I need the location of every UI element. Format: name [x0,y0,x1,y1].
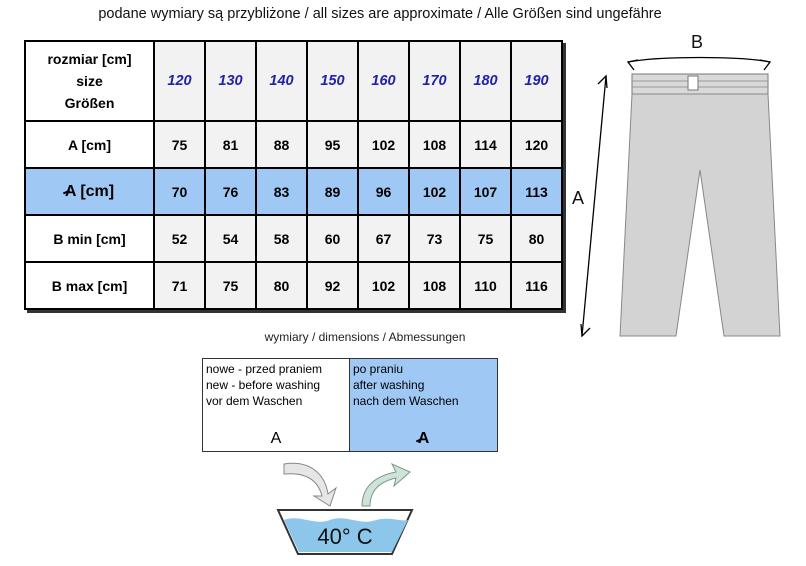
arrow-out-icon [361,462,411,507]
value-cell: 102 [357,261,410,310]
value-cell: 73 [408,214,461,263]
value-cell: 108 [408,120,461,169]
value-cell: 107 [459,167,512,216]
water-fill [284,518,408,552]
value-cell: 58 [255,214,308,263]
value-cell: 80 [510,214,563,263]
legend-line: new - before washing [206,378,321,392]
dimension-label-a: A [572,188,584,208]
value-cell: 80 [255,261,308,310]
value-cell: 114 [459,120,512,169]
value-cell: 81 [204,120,257,169]
row-label: A [cm] [24,120,155,169]
value-cell: 113 [510,167,563,216]
value-cell: 102 [408,167,461,216]
header-line-size: size [76,73,103,89]
value-cell: 89 [306,167,359,216]
wash-basin-icon: 40° C [276,462,414,555]
arrowhead [597,74,608,89]
legend-line: nach dem Waschen [353,394,459,408]
waist-arc [627,56,771,63]
value-cell: 95 [306,120,359,169]
size-cell: 120 [153,40,206,122]
size-chart-table: rozmiar [cm] size Größen 120 130 140 150… [24,40,563,310]
size-cell: 170 [408,40,461,122]
legend-line: nowe - przed praniem [206,362,323,376]
value-cell: 75 [153,120,206,169]
value-cell: 92 [306,261,359,310]
value-cell: 75 [459,214,512,263]
washed-a-icon: A [417,430,430,447]
size-header-row: rozmiar [cm] size Größen 120 130 140 150… [24,40,563,122]
value-cell: 83 [255,167,308,216]
header-line-grossen: Größen [64,95,115,111]
size-cell: 140 [255,40,308,122]
row-label: B min [cm] [24,214,155,263]
value-cell: 102 [357,120,410,169]
value-cell: 120 [510,120,563,169]
washed-a-icon: A [cm] [64,182,115,200]
trousers-diagram: B A [572,32,781,338]
legend-line: vor dem Waschen [206,394,303,408]
size-header-cell: rozmiar [cm] size Größen [24,40,155,122]
row-b-max: B max [cm] 71 75 80 92 102 108 110 116 [24,261,563,310]
size-cell: 160 [357,40,410,122]
waist-label-tag [687,75,699,91]
value-cell: 76 [204,167,257,216]
value-cell: 71 [153,261,206,310]
dimensions-caption: wymiary / dimensions / Abmessungen [264,330,466,344]
size-cell: 190 [510,40,563,122]
size-cell: 130 [204,40,257,122]
size-cell: 150 [306,40,359,122]
trouser-body [619,93,781,337]
length-arrow [581,75,607,337]
arrowhead [759,59,772,71]
row-b-min: B min [cm] 52 54 58 60 67 73 75 80 [24,214,563,263]
row-a-new: A [cm] 75 81 88 95 102 108 114 120 [24,120,563,169]
value-cell: 116 [510,261,563,310]
wash-temperature: 40° C [317,524,372,549]
value-cell: 110 [459,261,512,310]
header-line-rozmiar: rozmiar [cm] [47,51,132,67]
value-cell: 54 [204,214,257,263]
legend-line: after washing [353,378,425,392]
row-label: B max [cm] [24,261,155,310]
arrowhead [626,59,639,71]
value-cell: 67 [357,214,410,263]
legend-before-washing: nowe - przed praniem new - before washin… [203,359,350,451]
wash-legend: nowe - przed praniem new - before washin… [202,358,498,452]
value-cell: 88 [255,120,308,169]
legend-mark-a-washed: A [350,431,497,447]
arrow-in-icon [283,462,337,507]
size-cell: 180 [459,40,512,122]
legend-after-washing: po praniu after washing nach dem Waschen… [350,359,497,451]
value-cell: 70 [153,167,206,216]
approximate-sizes-note: podane wymiary są przybliżone / all size… [98,6,662,22]
value-cell: 52 [153,214,206,263]
dimension-label-b: B [691,32,703,52]
legend-line: po praniu [353,362,404,376]
waistband [631,73,769,95]
arrowhead [580,323,591,338]
legend-mark-a: A [270,430,282,447]
row-label: A [cm] [24,167,155,216]
value-cell: 60 [306,214,359,263]
value-cell: 96 [357,167,410,216]
row-a-washed: A [cm] 70 76 83 89 96 102 107 113 [24,167,563,216]
value-cell: 75 [204,261,257,310]
value-cell: 108 [408,261,461,310]
